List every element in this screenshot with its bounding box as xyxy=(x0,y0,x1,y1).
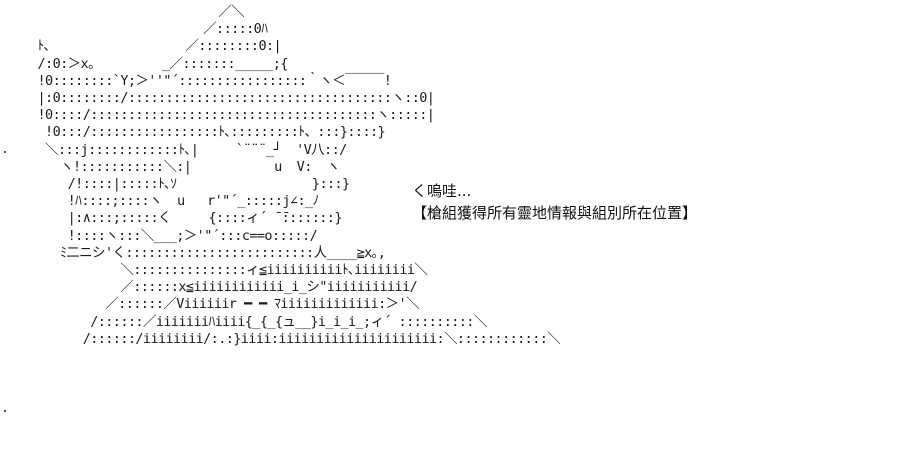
margin-dot-top xyxy=(4,151,6,153)
margin-dot-bottom xyxy=(4,410,6,412)
caption-line-info: 【槍組獲得所有靈地情報與組別所在位置】 xyxy=(412,204,698,222)
caption-block: く嗚哇... 【槍組獲得所有靈地情報與組別所在位置】 xyxy=(412,180,697,224)
ascii-art-figure: ／＼ ／:::::0ﾊ ﾄ､ ／::::::::0:| /:0:＞x｡ _／::… xyxy=(37,4,561,347)
caption-line-exclamation: く嗚哇... xyxy=(412,182,472,200)
